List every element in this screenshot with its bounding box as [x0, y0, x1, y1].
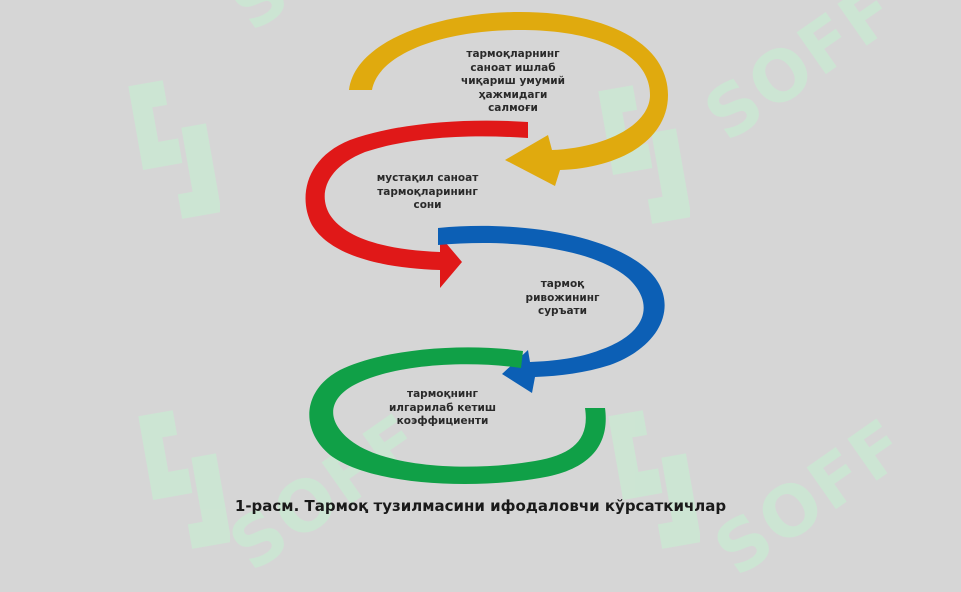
indicator-arrow-3 [438, 225, 665, 393]
indicator-arrow-2 [305, 120, 528, 288]
slide: SOFF SOFF SOFF SOFF тармоқларнинг саноат… [128, 0, 922, 592]
watermark-logo-icon [138, 410, 230, 549]
figure-caption: 1-расм. Тармоқ тузилмасини ифодаловчи кў… [234, 497, 727, 515]
indicator-arrows-diagram [305, 12, 668, 485]
indicator-label-2: мустақил саноат тармоқларининг сони [376, 172, 479, 211]
indicator-label-1: тармоқларнинг саноат ишлаб чиқариш умуми… [460, 48, 566, 114]
indicator-label-3: тармоқ ривожининг суръати [525, 278, 600, 317]
watermark-logo-icon [128, 80, 220, 219]
indicator-label-4: тармоқнинг илгарилаб кетиш коэффициенти [388, 388, 497, 427]
watermark-logo-icon [608, 410, 700, 549]
